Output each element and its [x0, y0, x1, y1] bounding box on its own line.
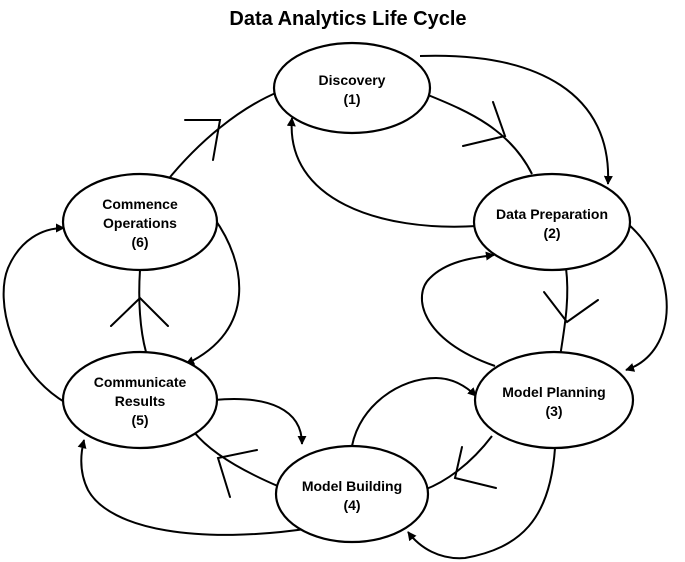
node-commence-operations-label-line1: Commence: [102, 196, 178, 212]
direction-tick-data-preparation-model-planning: [543, 291, 599, 324]
node-data-preparation: Data Preparation (2): [472, 172, 632, 272]
node-model-planning-number: (3): [545, 403, 562, 419]
node-communicate-results-number: (5): [131, 412, 148, 428]
edge-data-preparation-model-planning-inner: [559, 267, 569, 358]
node-discovery: Discovery (1): [272, 41, 432, 135]
edge-communicate-results-to-model-building: [213, 398, 307, 445]
edge-communicate-results-commence-operations-inner: [138, 269, 147, 353]
direction-tick-communicate-results-commence-operations: [110, 296, 169, 327]
node-model-planning-label: Model Planning: [502, 384, 605, 400]
edge-model-building-communicate-results-inner: [193, 431, 281, 488]
edge-model-building-to-communicate-results: [77, 439, 313, 536]
edge-discovery-data-preparation-inner: [427, 94, 533, 175]
edge-data-preparation-to-discovery: [286, 117, 478, 228]
node-data-preparation-label: Data Preparation: [496, 206, 608, 222]
node-commence-operations-label-line2: Operations: [103, 215, 177, 231]
edge-model-building-to-model-planning: [351, 376, 477, 447]
node-data-preparation-number: (2): [543, 225, 560, 241]
direction-tick-model-building-communicate-results: [216, 449, 258, 498]
node-discovery-label: Discovery: [319, 72, 386, 88]
node-communicate-results: Communicate Results (5): [61, 350, 219, 450]
diagram-title: Data Analytics Life Cycle: [229, 8, 466, 30]
node-communicate-results-label-line1: Communicate: [94, 374, 187, 390]
edge-discovery-to-data-preparation: [419, 54, 613, 185]
edge-commence-operations-to-discovery: [165, 91, 279, 183]
node-model-building-label: Model Building: [302, 478, 402, 494]
edge-model-planning-to-data-preparation: [420, 251, 496, 367]
direction-tick-discovery-data-preparation: [462, 101, 507, 147]
direction-tick-model-planning-model-building: [453, 446, 497, 489]
direction-tick-commence-operations-discovery: [184, 119, 222, 161]
node-discovery-number: (1): [343, 91, 360, 107]
edge-communicate-results-to-commence-operations: [2, 223, 67, 404]
node-model-building: Model Building (4): [274, 444, 430, 544]
node-commence-operations-number: (6): [131, 234, 148, 250]
node-commence-operations: Commence Operations (6): [61, 172, 219, 272]
edge-model-planning-to-model-building: [407, 447, 556, 560]
node-model-building-number: (4): [343, 497, 360, 513]
edge-commence-operations-to-communicate-results: [185, 217, 241, 365]
edge-data-preparation-to-model-planning: [625, 223, 668, 372]
node-communicate-results-label-line2: Results: [115, 393, 166, 409]
node-model-planning: Model Planning (3): [473, 350, 635, 450]
